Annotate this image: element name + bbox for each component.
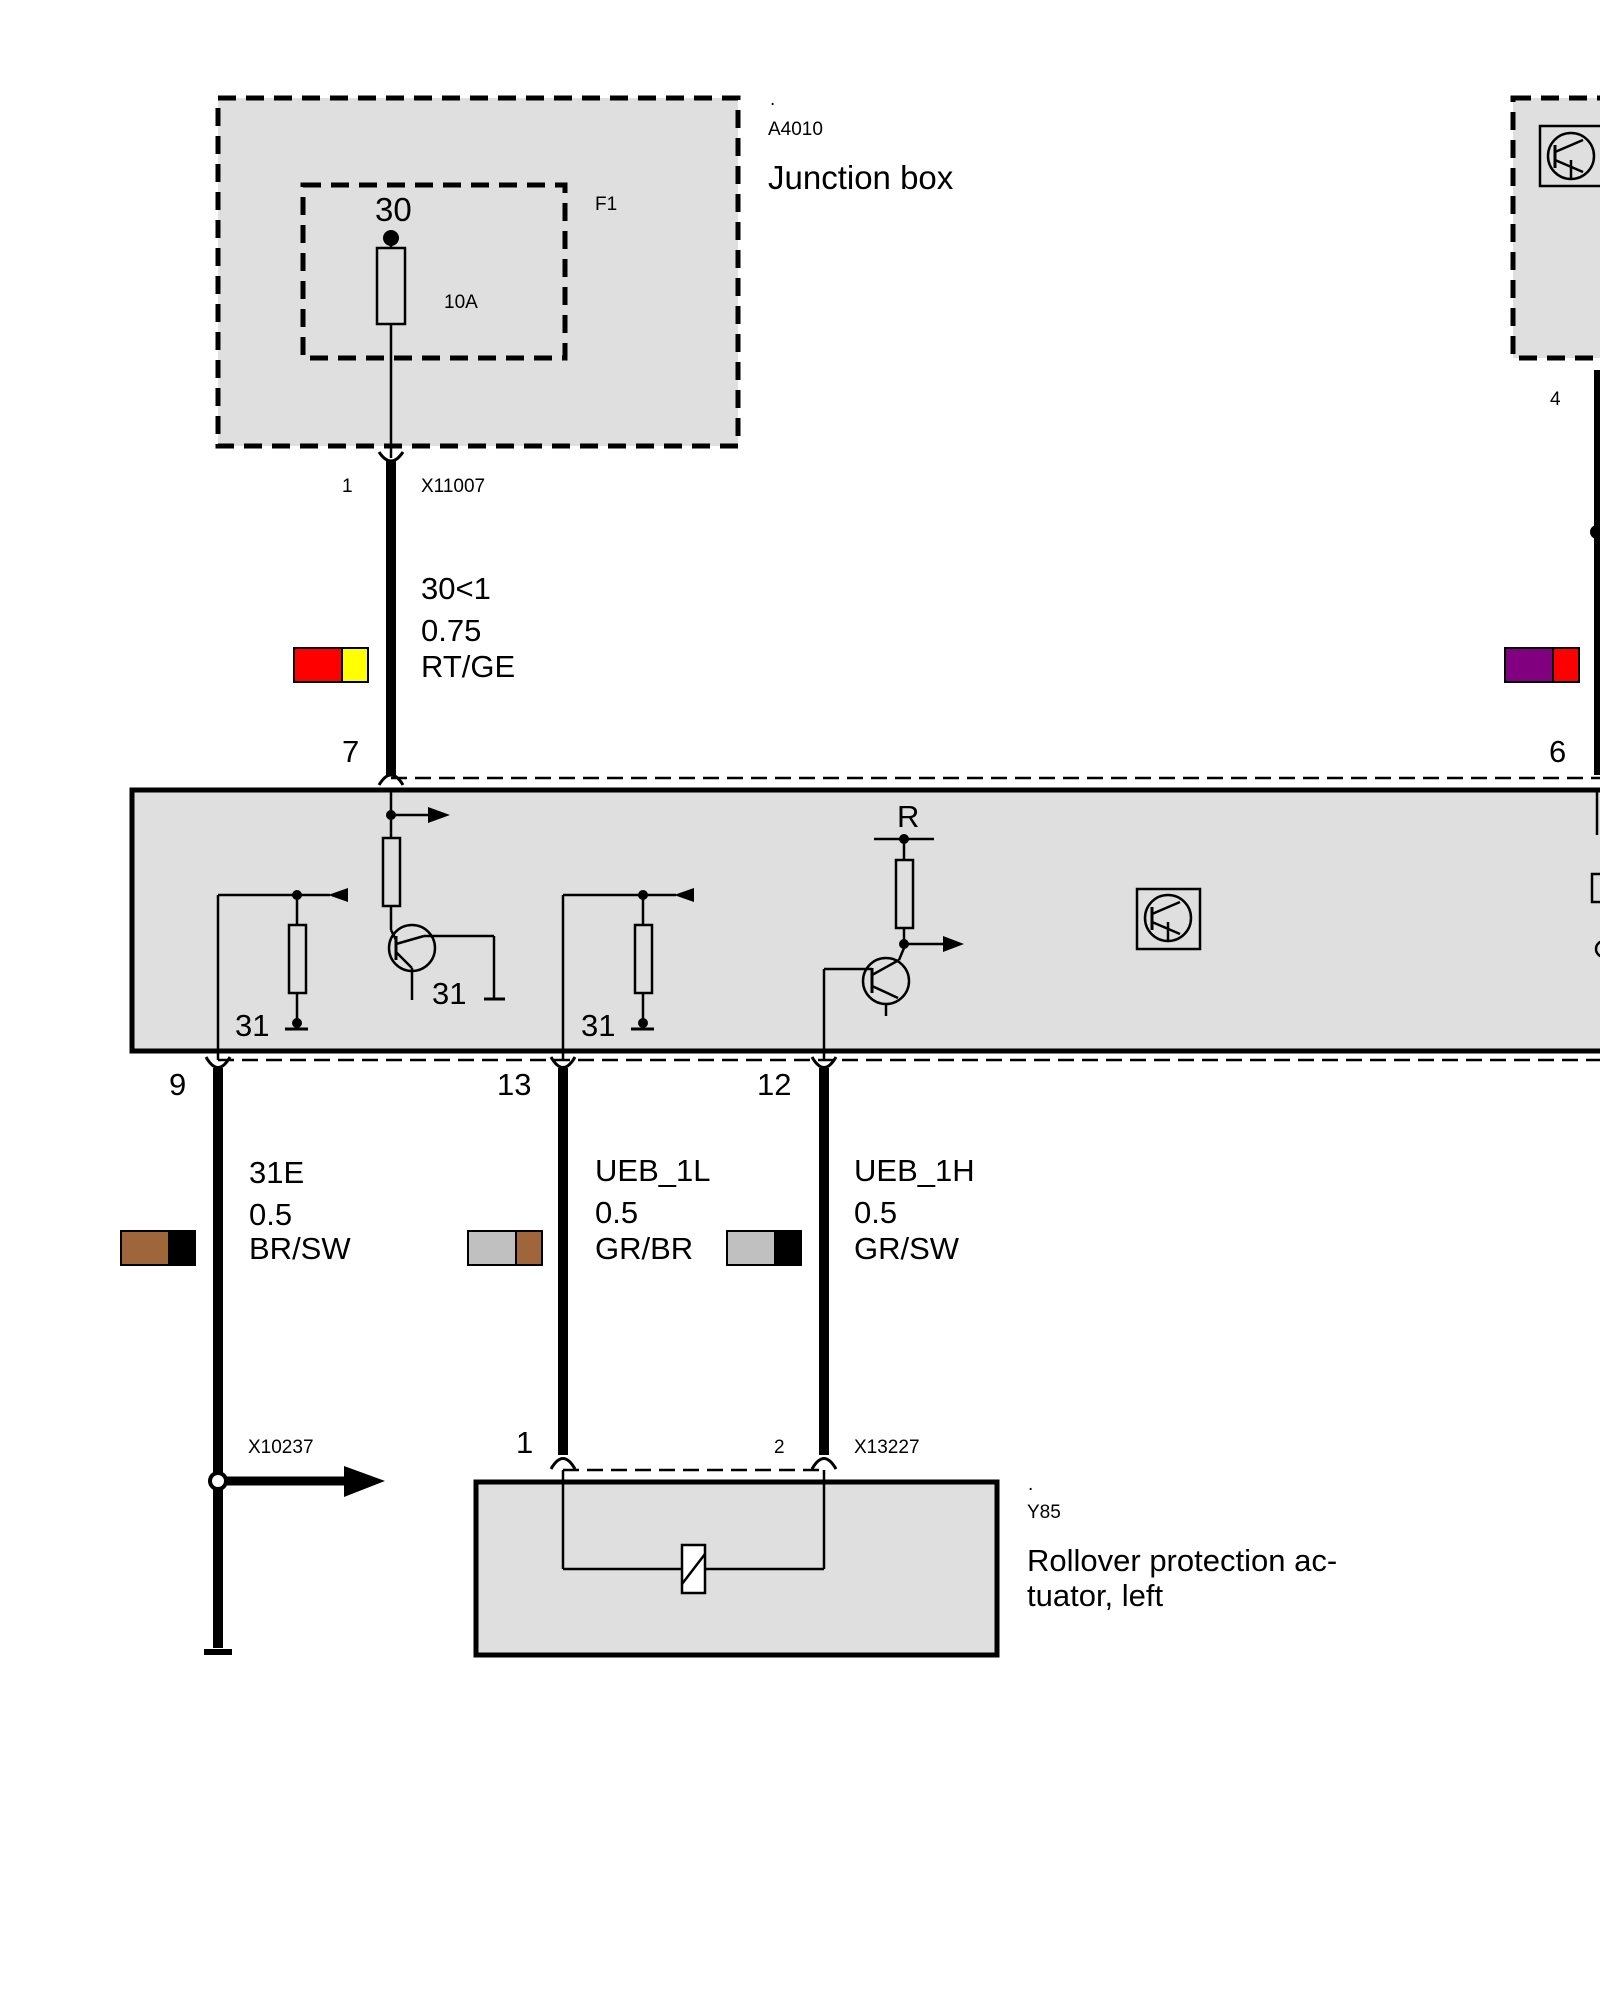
junction-box-dot: .	[770, 89, 775, 110]
fuse-terminal-label: 30	[375, 191, 412, 228]
wire-power: 30<1 0.75 RT/GE	[293, 451, 515, 786]
wire-ground-circuit: 31E	[249, 1155, 304, 1190]
wire-ground-splice	[208, 1471, 228, 1491]
wire-right-junction	[1590, 525, 1600, 539]
transistor-icon	[1143, 893, 1193, 943]
wire-power-circuit: 30<1	[421, 571, 491, 606]
input-circuit-pin9: 31	[216, 888, 348, 1060]
ground-label-1: 31	[235, 1008, 269, 1043]
actuator-dot: .	[1028, 1474, 1033, 1495]
control-unit-outline	[129, 787, 1600, 1054]
wire-right-color-swatch-1	[1504, 647, 1554, 683]
junction-box-name: Junction box	[768, 159, 954, 196]
actuator-pin2-label: 2	[774, 1437, 785, 1458]
junction-box-id: A4010	[768, 119, 823, 140]
actuator-connector-id: X13227	[854, 1437, 920, 1458]
transistor-circuit-pin12: R	[822, 799, 964, 1060]
connector-arc-act-pin1	[549, 1457, 577, 1470]
wire-ground-color-swatch-2	[168, 1230, 196, 1266]
wire-power-color-code: RT/GE	[421, 649, 515, 684]
pin-12-label: 12	[757, 1067, 791, 1102]
actuator-name-line2: tuator, left	[1027, 1578, 1164, 1613]
wire-ueb-l-circuit: UEB_1L	[595, 1153, 710, 1188]
junction-box: 30 10A F1 . A4010 Junction box 1 X11007	[215, 89, 954, 497]
right-edge-component	[1590, 790, 1600, 958]
right-module-pin: 4	[1550, 389, 1561, 410]
right-module-icon-frame	[1538, 124, 1600, 188]
wire-ueb-l-color-code: GR/BR	[595, 1231, 693, 1266]
right-module-outline	[1510, 95, 1600, 361]
wire-ground-color-swatch-1	[120, 1230, 170, 1266]
pin-7-label: 7	[342, 734, 359, 769]
wire-ueb-l: UEB_1L 0.5 GR/BR	[467, 1056, 710, 1470]
control-unit: 7 6 31	[129, 734, 1600, 1102]
wire-power-color-swatch-2	[341, 647, 369, 683]
solenoid-symbol	[680, 1543, 707, 1595]
junction-box-outline	[215, 95, 741, 449]
connector-arc-act-pin2	[810, 1457, 838, 1470]
connector-arc-pin9	[204, 1056, 232, 1069]
output-circuit-pin7: 31	[381, 790, 505, 1011]
right-module: 4	[1504, 95, 1600, 775]
wire-ground-branch-arrow	[344, 1466, 385, 1497]
transistor-icon	[1546, 131, 1596, 181]
ground-label-3: 31	[581, 1008, 615, 1043]
pin-13-label: 13	[497, 1067, 531, 1102]
ground-connector-id: X10237	[248, 1437, 314, 1458]
fuse-id-label: F1	[595, 194, 617, 215]
wire-power-color-swatch-1	[293, 647, 343, 683]
junction-box-connector: X11007	[421, 476, 485, 497]
wire-power-size: 0.75	[421, 613, 481, 648]
fuse-rating-label: 10A	[444, 292, 478, 313]
wire-ground-size: 0.5	[249, 1197, 292, 1232]
module-symbol	[1135, 887, 1202, 951]
fuse-holder-outline	[300, 182, 568, 361]
connector-arc-pin7	[377, 773, 405, 786]
connector-arc-pin12	[810, 1056, 838, 1069]
wire-ueb-h-color-swatch-2	[774, 1230, 802, 1266]
connector-arc-pin13	[549, 1056, 577, 1069]
wire-ueb-h-color-code: GR/SW	[854, 1231, 960, 1266]
wire-ground: X10237 31E 0.5 BR/SW	[120, 1056, 385, 1655]
pin-6-label: 6	[1549, 734, 1566, 769]
reference-label: R	[897, 799, 919, 834]
actuator-pin1-label: 1	[516, 1425, 533, 1460]
input-circuit-pin13: 31	[561, 888, 694, 1060]
wire-ground-color-code: BR/SW	[249, 1231, 351, 1266]
actuator-id: Y85	[1027, 1502, 1061, 1523]
junction-box-pin: 1	[342, 476, 353, 497]
wire-right-color-swatch-2	[1552, 647, 1580, 683]
wire-ueb-h: UEB_1H 0.5 GR/SW	[726, 1056, 975, 1470]
wire-ueb-h-circuit: UEB_1H	[854, 1153, 975, 1188]
wire-ueb-l-color-swatch-1	[467, 1230, 517, 1266]
actuator: 1 2 X13227 . Y85 Rollover protection ac-…	[473, 1425, 1337, 1658]
ground-label-2: 31	[432, 976, 466, 1011]
wire-ueb-h-color-swatch-1	[726, 1230, 776, 1266]
actuator-name-line1: Rollover protection ac-	[1027, 1543, 1337, 1578]
wire-ueb-l-size: 0.5	[595, 1195, 638, 1230]
wire-ueb-l-color-swatch-2	[515, 1230, 543, 1266]
wire-ueb-h-size: 0.5	[854, 1195, 897, 1230]
pin-9-label: 9	[169, 1067, 186, 1102]
